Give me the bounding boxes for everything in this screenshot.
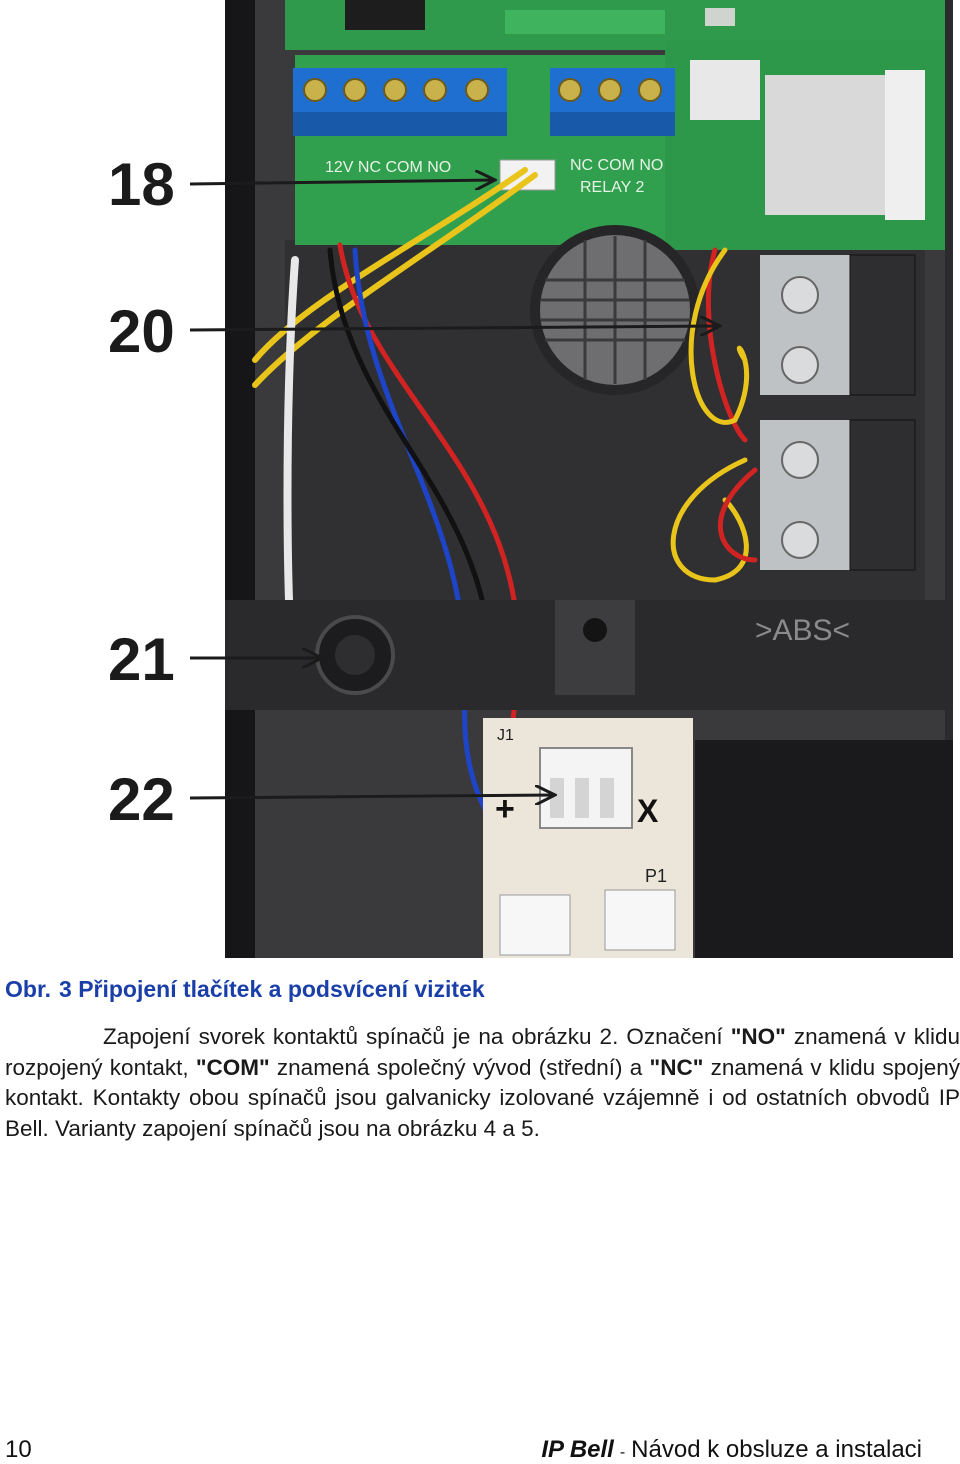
terminal-block-left	[293, 68, 507, 136]
svg-text:P1: P1	[645, 866, 667, 886]
led-board-22: J1 + X P1	[483, 718, 693, 958]
arrow-22	[189, 795, 555, 798]
switch-block	[760, 254, 916, 571]
callout-20: 20	[108, 298, 175, 365]
figure-caption: Obr. 3 Připojení tlačítek a podsvícení vi…	[5, 976, 485, 1003]
footer-doc-title: Návod k obsluze a instalaci	[631, 1436, 922, 1463]
body-paragraph: Zapojení svorek kontaktů spínačů je na o…	[5, 1024, 960, 1141]
footer-title: IP Bell-Návod k obsluze a instalaci	[541, 1436, 922, 1464]
wire-yellow	[252, 167, 528, 363]
callout-21: 21	[108, 626, 175, 693]
term-com: "COM"	[195, 1054, 270, 1080]
caption-text: 3 Připojení tlačítek a podsvícení vizite…	[59, 976, 485, 1002]
term-no: "NO"	[730, 1024, 786, 1049]
callout-22: 22	[108, 766, 175, 833]
footer-separator: -	[619, 1444, 626, 1461]
page-number: 10	[5, 1436, 32, 1463]
arrow-20	[189, 326, 720, 330]
svg-text:X: X	[637, 793, 659, 829]
term-nc: "NC"	[649, 1054, 704, 1080]
rj45-jack	[765, 75, 885, 215]
pcb-label-right: NC COM NO	[570, 157, 663, 174]
svg-text:+: +	[495, 790, 515, 828]
abs-marking: >ABS<	[755, 614, 850, 647]
pcb-label-left: 12V NC COM NO	[325, 159, 451, 176]
pcb-label-relay: RELAY 2	[580, 179, 644, 196]
caption-prefix: Obr.	[5, 976, 52, 1002]
callout-18: 18	[108, 151, 175, 218]
footer-brand: IP Bell	[541, 1436, 614, 1463]
arrow-18	[189, 180, 495, 184]
svg-text:J1: J1	[497, 727, 514, 744]
connector-18	[499, 159, 556, 191]
callout-arrows	[189, 0, 960, 958]
terminal-block-right	[550, 68, 675, 136]
